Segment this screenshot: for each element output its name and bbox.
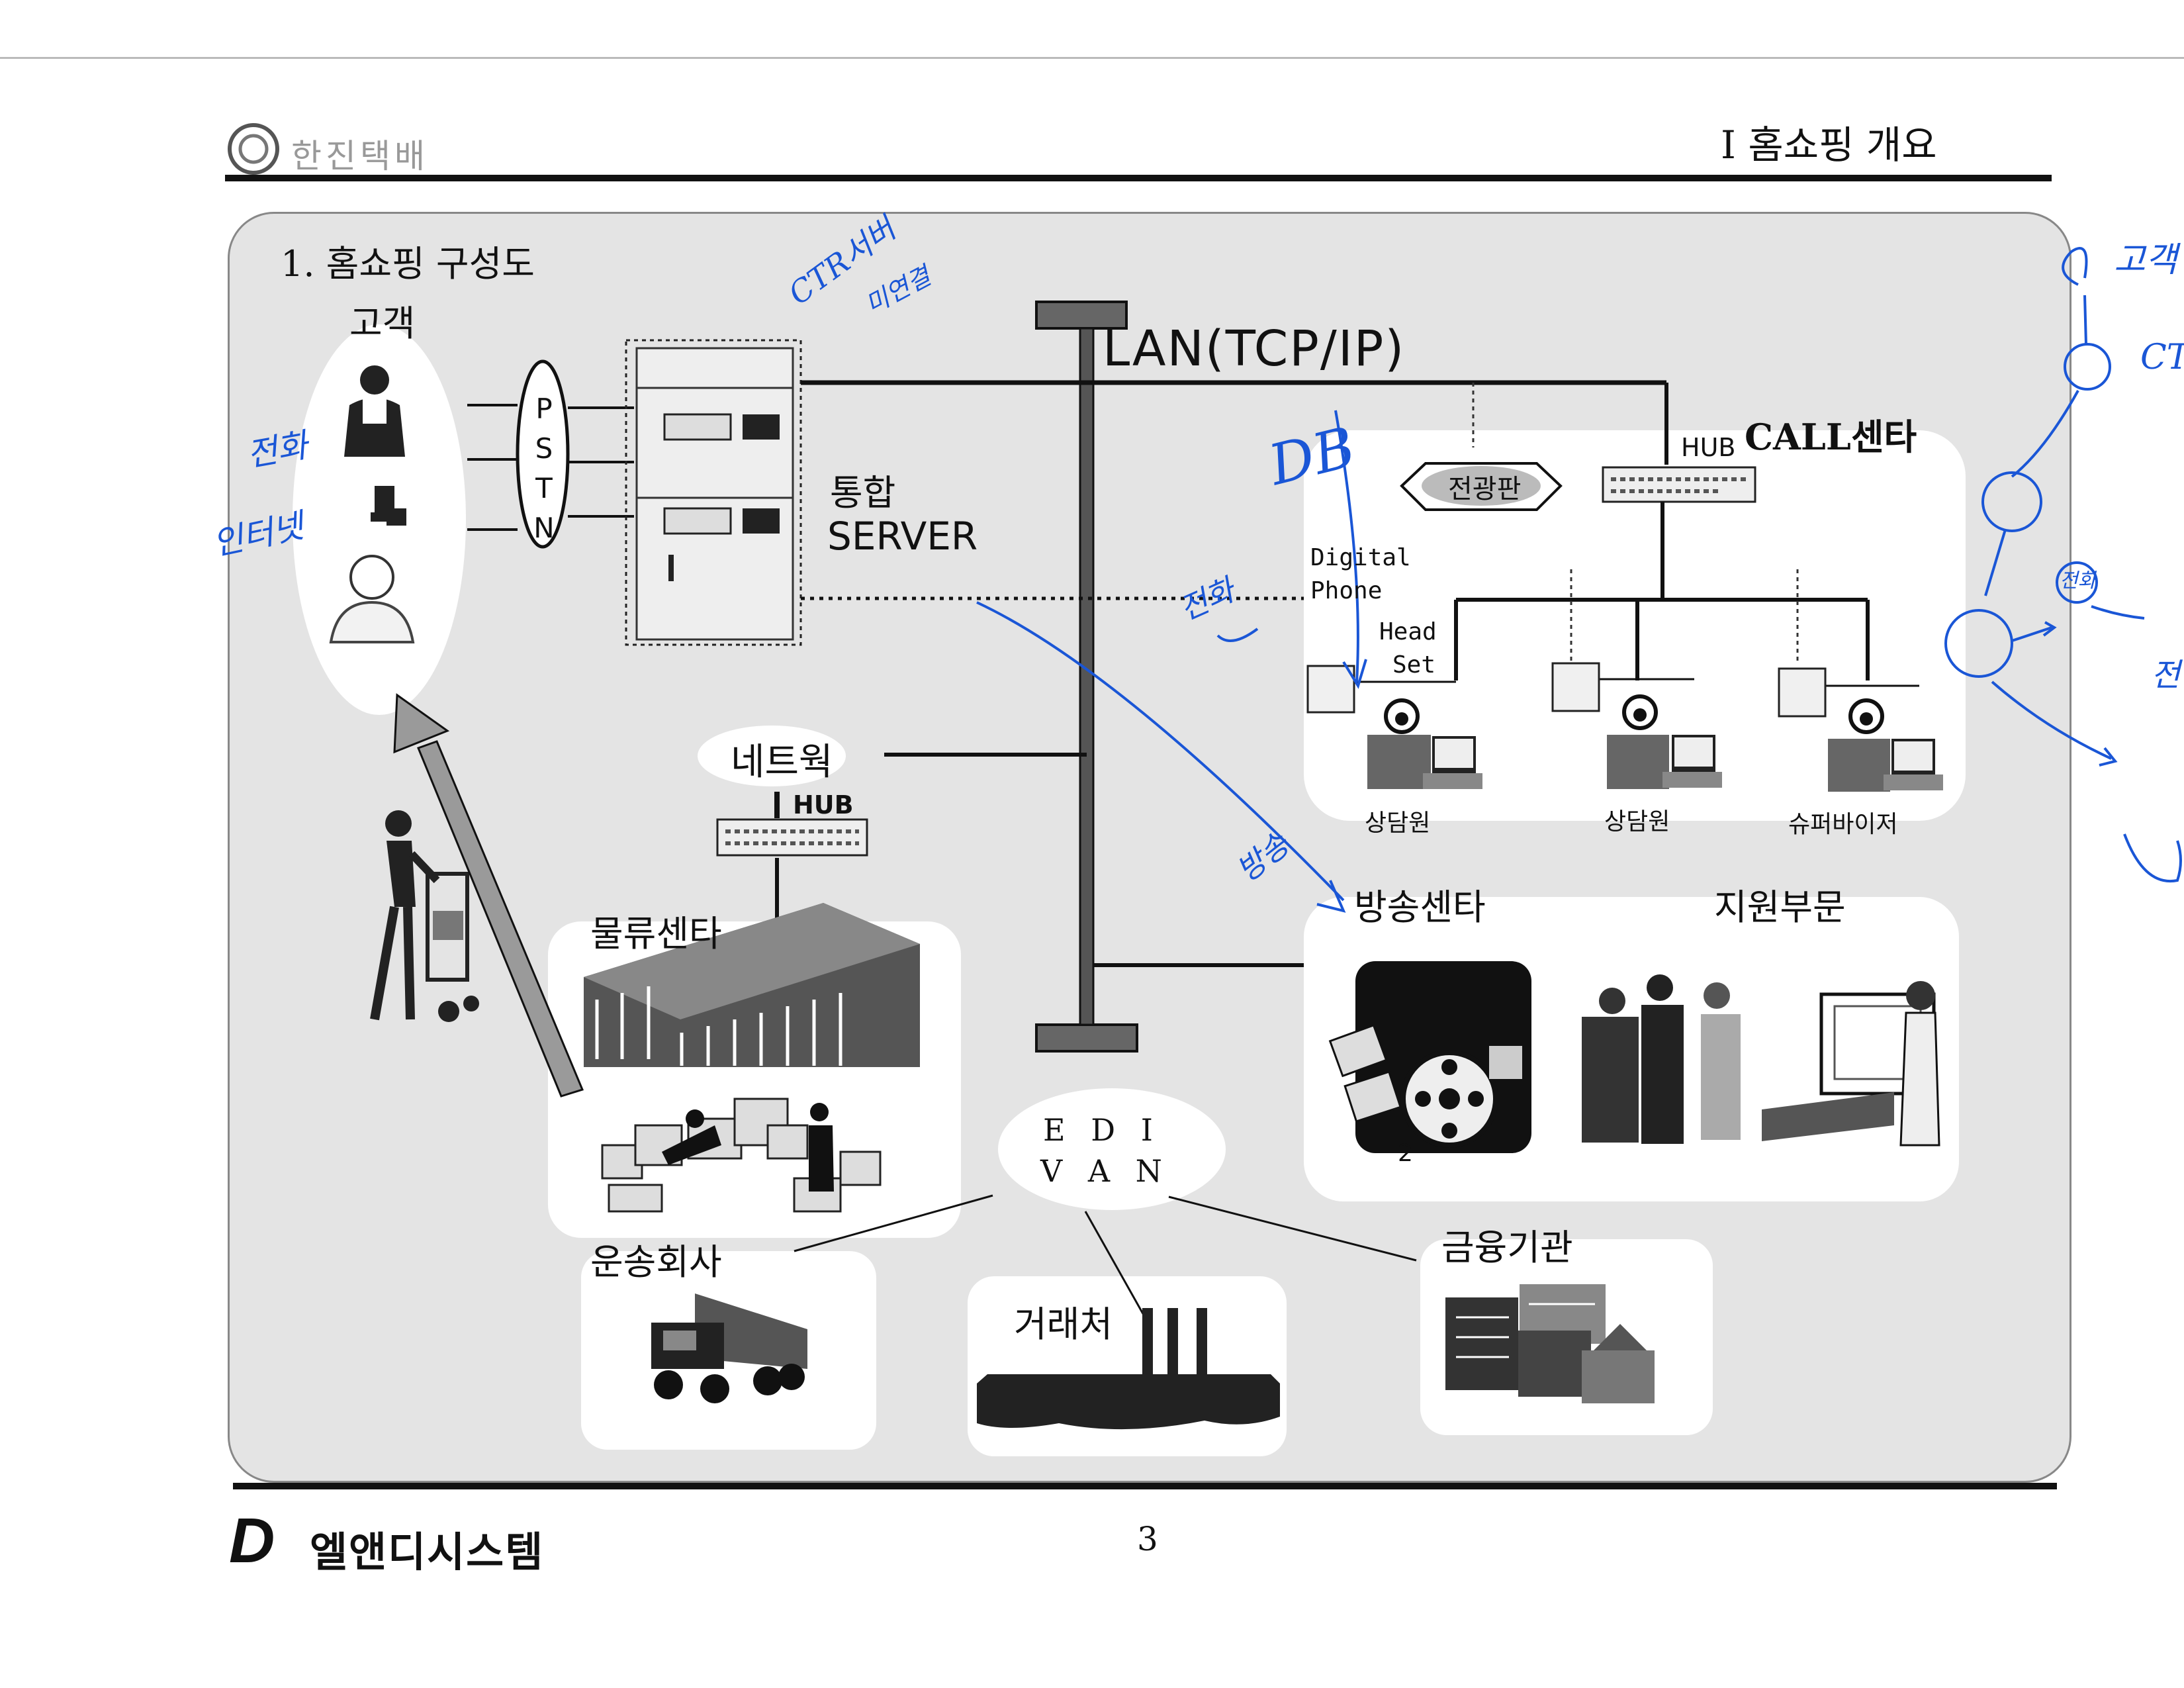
lan-bus: [1079, 327, 1095, 1026]
hub-label-call: HUB: [1681, 433, 1736, 462]
hub-left-icon: [716, 818, 868, 857]
switchboard-label: 전광판: [1448, 474, 1522, 504]
section-title: Ⅰ 홈쇼핑 개요: [1721, 122, 1937, 167]
edi-van-node: [998, 1088, 1226, 1210]
page-number: 3: [1137, 1520, 1158, 1558]
lan-label: LAN(TCP/IP): [1103, 320, 1406, 377]
finance-buildings-icon: [1445, 1284, 1655, 1403]
server-label-line2: SERVER: [827, 514, 978, 559]
lan-bottom-cap: [1035, 1023, 1138, 1053]
digital-phone-label-1: Digital: [1310, 544, 1411, 571]
call-center-label: CALL센타: [1745, 416, 1917, 458]
digital-phone-icons: [1306, 662, 1827, 718]
customer-pstn-links: [467, 404, 634, 531]
film-camera-icon: [1328, 961, 1531, 1153]
warehouse-boxes-icon: [601, 1098, 882, 1213]
agent-label: 상담원: [1365, 810, 1431, 837]
pen-annotation-strokes: [976, 247, 2182, 913]
delivery-person-icon: [370, 810, 479, 1022]
pstn-letter: N: [533, 512, 555, 544]
support-label: 지원부문: [1714, 886, 1846, 928]
server-rack-icon: [625, 339, 802, 646]
head-set-label-1: Head: [1379, 618, 1437, 645]
pstn-letter: T: [535, 472, 553, 504]
network-node: [698, 726, 846, 786]
finance-label: 금융기관: [1441, 1227, 1573, 1268]
business-people-icon: [1582, 974, 1741, 1144]
customer-label: 고객: [349, 303, 416, 344]
factory-icon: [977, 1308, 1280, 1430]
hub-label-left: HUB: [793, 790, 854, 820]
handwritten-note: 고객: [2114, 240, 2177, 280]
server-label-line1: 통합: [830, 472, 896, 514]
footer-rule: [233, 1483, 2057, 1489]
handwritten-note: 전화: [2060, 569, 2097, 592]
delivery-arrow: [393, 693, 584, 1098]
agent-workstations: [1367, 694, 1943, 792]
edi-label-line2: V A N: [1040, 1153, 1170, 1189]
pstn-letter: P: [535, 393, 553, 425]
company-logo-header: 한진택배: [225, 120, 470, 177]
customer-computer-icon: [371, 486, 406, 526]
pstn-letter: S: [535, 432, 553, 465]
edi-label-line1: E D I: [1043, 1112, 1161, 1148]
pstn-node: [516, 359, 570, 549]
footer-company-logo: D 엘앤디시스템: [229, 1505, 586, 1577]
customer-woman-icon: [329, 555, 415, 643]
scan-top-line: [0, 57, 2184, 59]
hub-call-icon: [1602, 466, 1756, 503]
small-mark: 2: [1398, 1140, 1413, 1167]
vendor-label: 거래처: [1014, 1303, 1113, 1345]
edi-links: [794, 1194, 1417, 1318]
header-rule: [225, 175, 2052, 181]
network-label: 네트웍: [731, 741, 833, 784]
company-logo-letter: D: [229, 1505, 275, 1576]
logo-text: 한진택배: [291, 137, 429, 175]
broadcast-label: 방송센타: [1354, 886, 1486, 928]
computer-user-icon: [1762, 981, 1940, 1147]
company-name: 엘앤디시스템: [310, 1528, 545, 1576]
agent-label: 상담원: [1604, 808, 1670, 835]
warehouse-building-icon: [584, 903, 920, 1067]
logistics-label: 물류센타: [590, 913, 722, 955]
handwritten-note: 전: [2151, 657, 2181, 694]
transport-label: 운송회사: [590, 1241, 722, 1283]
customer-phone-icon: [344, 365, 405, 457]
truck-icon: [651, 1293, 807, 1403]
pstn-label: P S T N: [531, 389, 557, 548]
handwritten-note: CT: [2140, 338, 2184, 377]
head-set-label-2: Set: [1392, 651, 1436, 679]
diagram-title: 1. 홈쇼핑 구성도: [281, 243, 535, 285]
warehouse-workers-icon: [662, 1103, 834, 1192]
digital-phone-label-2: Phone: [1310, 577, 1383, 604]
hanjin-logo-icon: [228, 123, 279, 175]
supervisor-label: 슈퍼바이저: [1788, 811, 1898, 838]
